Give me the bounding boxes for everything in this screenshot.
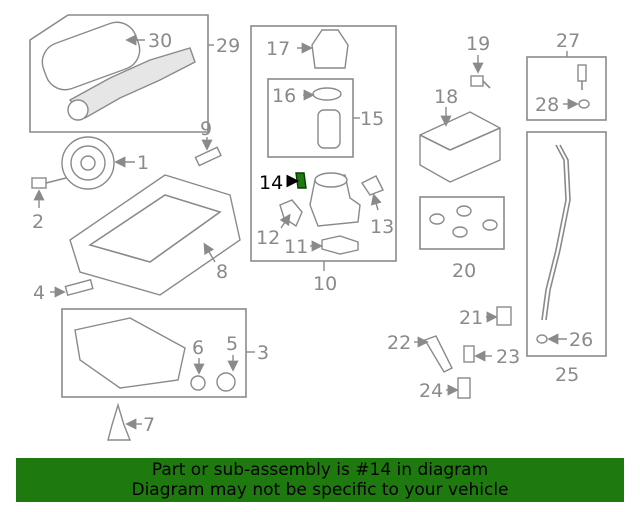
callout-28: 28: [535, 94, 559, 116]
callout-15: 15: [360, 108, 384, 130]
filter-cap-part: [311, 29, 349, 69]
upper-oil-pan-part: [69, 174, 241, 296]
dipstick-tube-part-2: [541, 144, 567, 321]
upper-oil-pan-ribs: [88, 194, 222, 263]
sensor-kit-group: 28 27: [526, 30, 607, 121]
engine-cover-group: 30 29: [29, 14, 240, 133]
callout-18: 18: [434, 86, 458, 108]
seal-kit-box: [419, 196, 505, 250]
callout-7: 7: [143, 414, 155, 436]
part-14-highlighted: [295, 172, 307, 189]
callout-23: 23: [496, 346, 520, 368]
seal-ring-2: [456, 205, 472, 217]
callout-25: 25: [555, 364, 579, 386]
plug-4-group: 4: [33, 278, 94, 304]
sensor-7-part: [107, 402, 132, 441]
housing-top-part: [314, 172, 348, 188]
callout-2: 2: [32, 211, 44, 233]
oil-cooler-edge: [419, 134, 451, 151]
sensors-21-24-group: 21 22 23 24: [387, 306, 520, 402]
callout-30: 30: [148, 30, 172, 52]
callout-22: 22: [387, 332, 411, 354]
callout-9: 9: [200, 118, 212, 140]
dipstick-box: [526, 131, 607, 357]
sensor-27-part: [577, 64, 587, 82]
lower-pan-box: [61, 308, 247, 398]
callout-16: 16: [272, 85, 296, 107]
callout-27: 27: [556, 30, 580, 52]
pulley-hub-part: [80, 155, 96, 171]
part-notice-banner: Part or sub-assembly is #14 in diagram D…: [16, 458, 624, 502]
callout-17: 17: [266, 38, 290, 60]
dipstick-group: 26 25: [526, 131, 607, 386]
plug-4-part: [64, 278, 94, 297]
oil-cooler-group: 18: [419, 86, 501, 183]
leader-12: [279, 213, 291, 229]
seal-ring-3: [482, 219, 498, 231]
seal-ring-1: [429, 213, 445, 225]
callout-20: 20: [452, 260, 476, 282]
sensor-21-part: [496, 306, 512, 326]
engine-cover-part: [41, 21, 141, 91]
callout-4: 4: [33, 282, 45, 304]
callout-21: 21: [459, 307, 483, 329]
sensor-23-part: [463, 345, 475, 363]
sensor-7-group: 7: [107, 402, 155, 441]
callout-19: 19: [466, 33, 490, 55]
fitting-9-part: [194, 146, 222, 167]
seal-26-part: [536, 334, 548, 344]
bolt-19-group: 19: [466, 33, 491, 89]
callout-8: 8: [216, 261, 228, 283]
plug-5-part: [216, 372, 236, 392]
sensor-22-part: [423, 335, 453, 373]
lower-oil-pan-part: [74, 317, 186, 389]
sensor-24-part: [457, 377, 471, 399]
leader-8: [203, 242, 216, 263]
callout-26: 26: [569, 329, 593, 351]
parts-diagram: 30 29 1 2 9 8 4: [29, 14, 607, 441]
seal-ring-4: [452, 226, 468, 238]
bolt-group: 2: [31, 177, 67, 233]
callout-3: 3: [257, 342, 269, 364]
upper-oil-pan-group: 8: [69, 174, 241, 296]
callout-5: 5: [226, 333, 238, 355]
o-ring-16-part: [312, 87, 342, 101]
bolt-head-part: [31, 177, 47, 189]
callout-1: 1: [137, 152, 149, 174]
callout-13: 13: [370, 216, 394, 238]
callout-12: 12: [256, 227, 280, 249]
leader-13: [370, 193, 382, 211]
callout-29: 29: [216, 35, 240, 57]
oil-filter-housing-group: 17 16 15 14 13 12 11 10: [250, 25, 397, 295]
gasket-12-part: [279, 199, 303, 228]
oil-cooler-part: [419, 111, 501, 183]
filter-element-part: [317, 109, 341, 149]
oil-cooler-edge-2: [449, 127, 501, 151]
pulley-group: 1: [61, 136, 149, 190]
seal-28-part: [578, 99, 590, 109]
manifold-flange-part: [67, 99, 89, 121]
callout-11: 11: [284, 236, 308, 258]
seal-kit-group: 20: [419, 196, 505, 282]
callout-14: 14: [259, 172, 283, 194]
seal-11-part: [321, 235, 359, 255]
banner-line-2: Diagram may not be specific to your vehi…: [131, 480, 509, 500]
intake-manifold-part: [68, 47, 196, 119]
lower-pan-group: 6 5 3: [61, 308, 269, 398]
engine-cover-box: [29, 14, 209, 133]
fitting-9-group: 9: [194, 118, 222, 167]
callout-10: 10: [313, 273, 337, 295]
callout-24: 24: [419, 380, 443, 402]
banner-line-1: Part or sub-assembly is #14 in diagram: [151, 460, 489, 480]
callout-6: 6: [192, 337, 204, 359]
dipstick-tube-part: [545, 144, 571, 321]
washer-6-part: [190, 375, 206, 391]
bracket-13-part: [360, 175, 384, 196]
bolt-shank-part: [45, 177, 67, 184]
bolt-19-head-part: [470, 75, 484, 87]
bolt-19-shank-part: [482, 80, 491, 89]
